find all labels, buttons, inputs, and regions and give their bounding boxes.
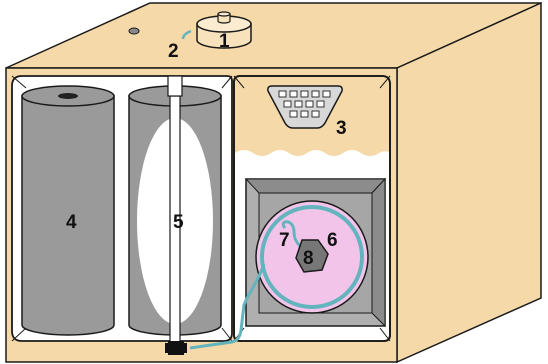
top-hole: [129, 28, 139, 34]
cylinder-4: [22, 86, 114, 335]
cylinder-4-cap: [58, 93, 78, 99]
rotor-frame-right: [372, 179, 385, 326]
label-4: 4: [66, 212, 77, 233]
label-5: 5: [173, 212, 184, 233]
label-6: 6: [327, 230, 338, 251]
label-2: 2: [168, 41, 179, 62]
valve-icon: [165, 341, 187, 355]
label-3: 3: [336, 118, 347, 139]
cylinder-5-top-fitting: [168, 76, 182, 96]
label-1: 1: [219, 31, 230, 52]
label-8: 8: [303, 248, 314, 269]
rotor-frame-top: [246, 179, 385, 193]
label-7: 7: [279, 230, 290, 251]
